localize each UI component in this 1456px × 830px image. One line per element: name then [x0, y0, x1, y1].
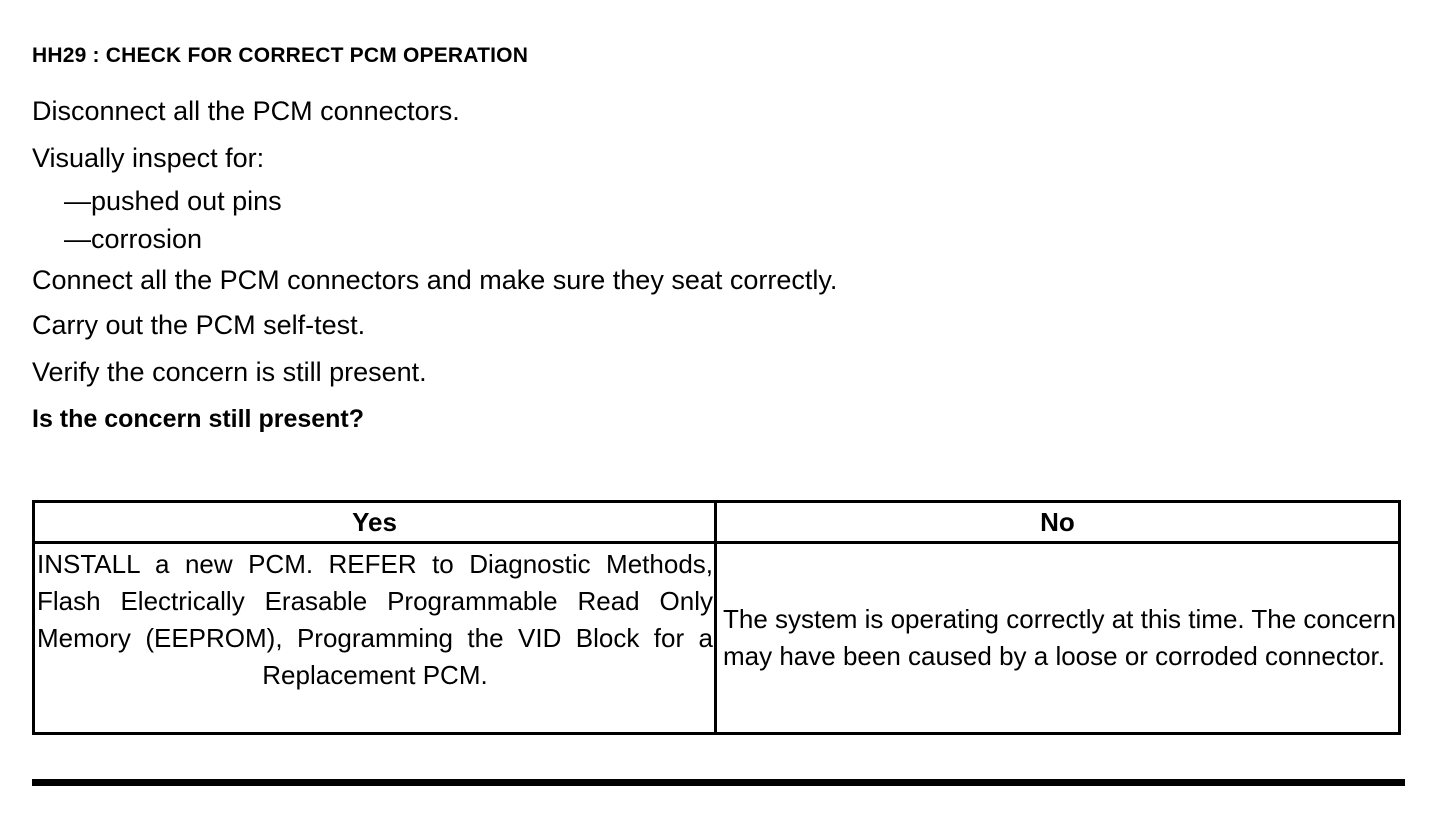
procedure-step-list: Disconnect all the PCM connectors. Visua…: [32, 88, 1412, 443]
page-title: HH29 : CHECK FOR CORRECT PCM OPERATION: [32, 44, 529, 67]
bottom-divider: [32, 779, 1405, 786]
procedure-step: Verify the concern is still present.: [32, 357, 427, 387]
cell-yes-action: INSTALL a new PCM. REFER to Diagnostic M…: [32, 541, 717, 735]
procedure-step: Disconnect all the PCM connectors.: [32, 96, 460, 126]
decision-table: Yes No INSTALL a new PCM. REFER to Diagn…: [32, 500, 1401, 735]
procedure-step-bullet: —corrosion: [64, 224, 203, 254]
procedure-step: Visually inspect for:: [32, 143, 265, 173]
procedure-step-bullet: —pushed out pins: [64, 186, 282, 216]
table-row: INSTALL a new PCM. REFER to Diagnostic M…: [32, 541, 1401, 735]
table-header-row: Yes No: [32, 500, 1401, 544]
column-header-yes: Yes: [32, 500, 717, 544]
procedure-step: Connect all the PCM connectors and make …: [32, 265, 838, 295]
decision-question: Is the concern still present?: [32, 405, 365, 433]
procedure-step: Carry out the PCM self-test.: [32, 310, 366, 340]
column-header-no: No: [714, 500, 1401, 544]
cell-no-action: The system is operating correctly at thi…: [714, 541, 1401, 735]
